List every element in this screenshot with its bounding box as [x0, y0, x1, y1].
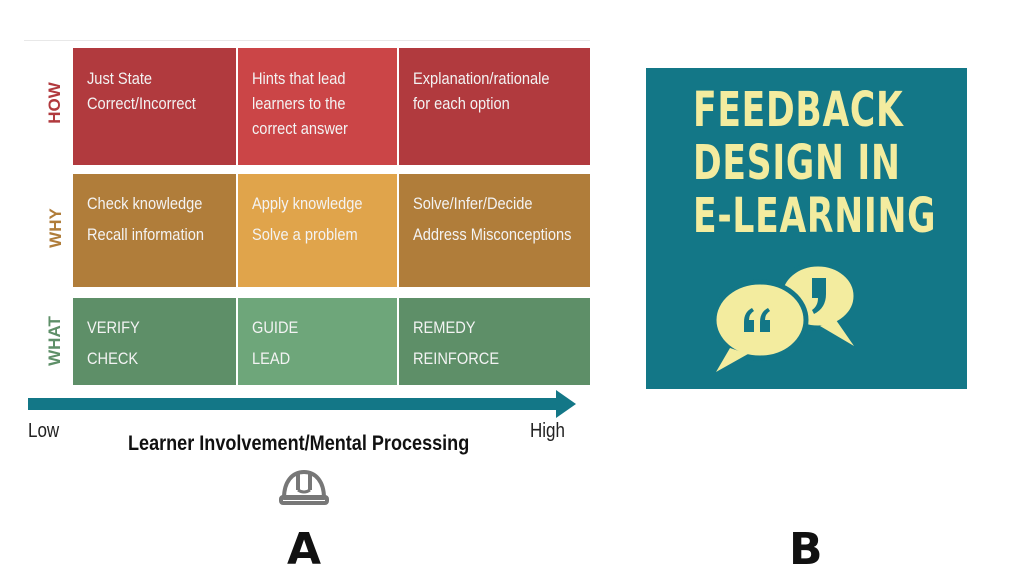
row-label-how: HOW	[44, 82, 64, 124]
top-divider	[24, 40, 590, 41]
axis-title: Learner Involvement/Mental Processing	[128, 432, 470, 455]
matrix-cell: Hints that lead learners to the correct …	[238, 48, 399, 165]
feedback-poster: FEEDBACK DESIGN IN E-LEARNING	[646, 68, 967, 389]
matrix-cell: VERIFY CHECK	[73, 298, 238, 385]
matrix-cell: Just State Correct/Incorrect	[73, 48, 238, 165]
involvement-arrow	[28, 390, 576, 418]
panel-letter-a: A	[287, 524, 322, 575]
matrix-cell: Apply knowledge Solve a problem	[238, 174, 399, 287]
matrix-row-what: VERIFY CHECK GUIDE LEAD REMEDY REINFORCE	[73, 298, 590, 385]
axis-high-label: High	[530, 420, 565, 442]
matrix-cell: Solve/Infer/Decide Address Misconception…	[399, 174, 590, 287]
row-label-why: WHY	[45, 208, 65, 248]
matrix-row-how: Just State Correct/Incorrect Hints that …	[73, 48, 590, 165]
poster-title: FEEDBACK DESIGN IN E-LEARNING	[693, 82, 937, 244]
panel-letter-b: B	[789, 524, 823, 575]
matrix-cell: Explanation/rationale for each option	[399, 48, 590, 165]
quote-bubbles-icon	[711, 261, 859, 372]
axis-low-label: Low	[28, 420, 60, 442]
matrix-row-why: Check knowledge Recall information Apply…	[73, 174, 590, 287]
matrix-cell: REMEDY REINFORCE	[399, 298, 590, 385]
matrix-cell: Check knowledge Recall information	[73, 174, 238, 287]
helmet-icon	[279, 470, 329, 505]
matrix-cell: GUIDE LEAD	[238, 298, 399, 385]
